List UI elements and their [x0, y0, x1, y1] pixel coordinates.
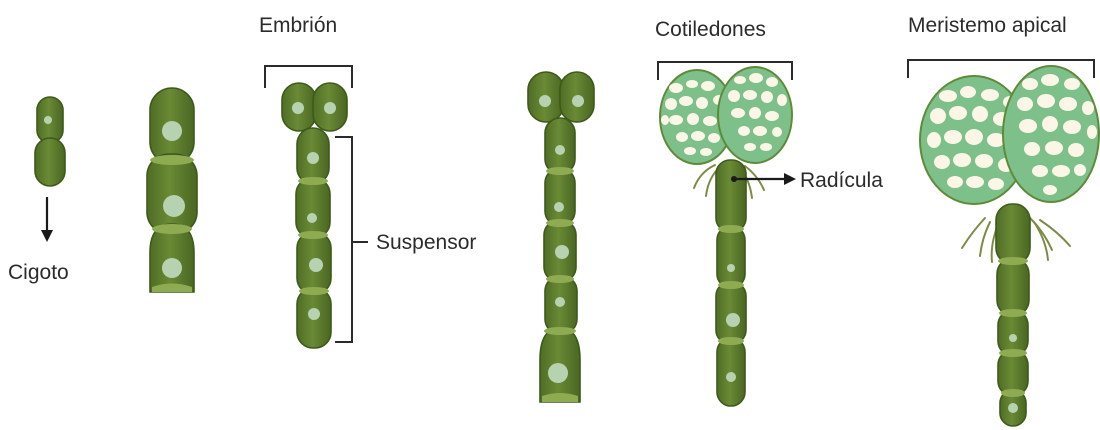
suspensor-junction-3	[299, 287, 329, 295]
heart-radicle-cell	[716, 160, 746, 232]
globular-nucleus-5	[555, 245, 569, 259]
proembryo-junction-1	[150, 155, 194, 165]
mature-nucleus-2	[1008, 403, 1018, 413]
stage-heart: Cotiledones	[655, 18, 883, 406]
zygote-arrowhead	[41, 230, 53, 242]
proembryo-nucleus-1	[162, 121, 182, 141]
proembryo-nucleus-2	[163, 195, 185, 217]
label-cotiledones: Cotiledones	[655, 18, 766, 41]
label-suspensor: Suspensor	[376, 231, 476, 254]
heart-nucleus-3	[726, 372, 736, 382]
suspensor-junction-2	[298, 231, 328, 239]
root-hair	[980, 222, 990, 256]
stage-zygote: Cigoto	[8, 97, 69, 284]
suspensor-nucleus-2	[307, 213, 317, 223]
globular-junction-4	[544, 327, 576, 335]
radicula-arrowhead	[784, 173, 796, 185]
globular-nucleus-3	[555, 145, 565, 155]
suspensor-nucleus-4	[308, 308, 320, 320]
mature-junction-4	[1001, 389, 1025, 397]
proembryo-cell-2	[147, 154, 197, 234]
suspensor-junction-1	[298, 177, 328, 185]
heart-suspensor-1	[717, 226, 745, 288]
globular-nucleus-7	[548, 363, 568, 383]
globular-nucleus-4	[554, 202, 564, 212]
heart-nucleus-1	[727, 264, 735, 272]
root-hair	[1034, 222, 1048, 260]
cotyledon-right	[718, 67, 792, 163]
zygote-nucleus	[44, 116, 52, 124]
globular-junction-1	[546, 167, 574, 175]
heart-junction-2	[718, 281, 744, 289]
mature-junction-2	[999, 309, 1027, 317]
globular-suspensor-2	[545, 168, 575, 226]
label-cigoto: Cigoto	[8, 261, 69, 284]
suspensor-nucleus-3	[309, 258, 323, 272]
heart-junction-1	[718, 225, 744, 233]
mature-radicle-cell	[996, 204, 1030, 264]
suspensor-cell-2	[296, 178, 330, 238]
proembryo-nucleus-3	[162, 258, 182, 278]
heart-junction-3	[718, 337, 744, 345]
stage-embryo-suspensor: Embrión Suspensor	[259, 14, 476, 348]
stage-proembryo	[147, 88, 197, 292]
globular-junction-2	[546, 219, 574, 227]
mature-cotyledon-right	[1003, 66, 1099, 202]
suspensor-nucleus-1	[307, 152, 319, 164]
mature-junction-3	[999, 349, 1027, 357]
label-radicula: Radícula	[800, 169, 883, 192]
stage-mature: Meristemo apical	[908, 14, 1099, 426]
mature-junction-1	[998, 257, 1028, 265]
globular-junction-3	[546, 275, 574, 283]
label-embrion: Embrión	[259, 14, 337, 37]
label-meristemo: Meristemo apical	[908, 14, 1067, 37]
embryo-nucleus-left	[292, 102, 304, 114]
globular-nucleus-right	[572, 95, 584, 107]
heart-nucleus-2	[726, 313, 740, 327]
proembryo-junction-2	[152, 224, 192, 234]
globular-nucleus-6	[555, 297, 565, 307]
zygote-cell-bottom	[35, 138, 65, 186]
heart-suspensor-2	[716, 282, 746, 344]
mature-suspensor-1	[997, 258, 1029, 316]
mature-nucleus-1	[1009, 334, 1017, 342]
suspensor-bracket	[335, 137, 352, 342]
stage-globular	[528, 72, 594, 402]
globular-nucleus-left	[539, 95, 551, 107]
embryo-nucleus-right	[324, 102, 336, 114]
